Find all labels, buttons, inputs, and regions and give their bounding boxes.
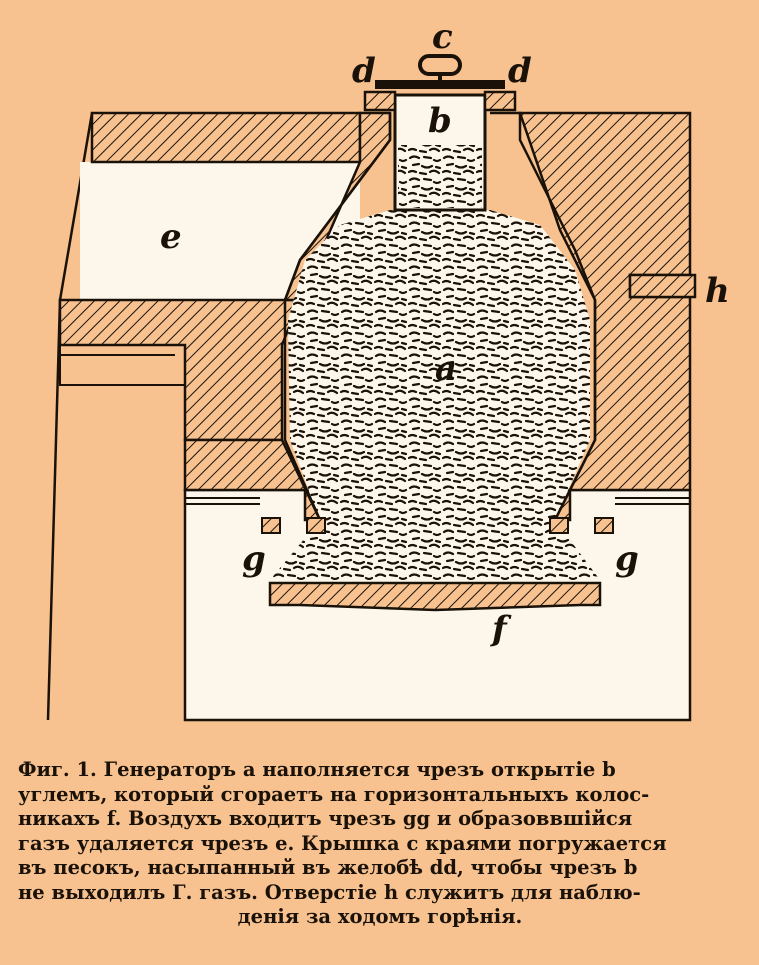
gas-generator-diagram: c d d b e h a g g f bbox=[46, 17, 730, 722]
sand-trough-left bbox=[363, 90, 397, 112]
label-e: e bbox=[160, 217, 182, 257]
caption-line: никахъ f. Воздухъ входитъ чрезъ gg и обр… bbox=[18, 807, 633, 830]
caption-line: Фиг. 1. Генераторъ a наполняется чрезъ о… bbox=[18, 758, 616, 781]
figure-caption: Фиг. 1. Генераторъ a наполняется чрезъ о… bbox=[18, 758, 742, 930]
caption-line: газъ удаляется чрезъ e. Крышка c краями … bbox=[18, 831, 667, 855]
caption-line: не выходилъ Г. газъ. Отверстіе h служитъ… bbox=[18, 880, 641, 904]
label-g-right: g bbox=[615, 539, 639, 579]
grate-rails bbox=[185, 497, 690, 505]
masonry-walls bbox=[58, 111, 697, 522]
grate bbox=[268, 581, 602, 612]
label-b: b bbox=[428, 101, 452, 141]
caption-line: денія за ходомъ горѣнія. bbox=[237, 905, 523, 928]
fuel-charge bbox=[270, 210, 600, 580]
left-ledge bbox=[59, 345, 185, 386]
air-inlet-block bbox=[594, 517, 614, 534]
hopper-fuel bbox=[398, 145, 482, 208]
caption-line: въ песокъ, насыпанный въ желобѣ dd, чтоб… bbox=[18, 856, 638, 879]
label-f: f bbox=[490, 609, 512, 649]
air-inlet-block bbox=[261, 517, 281, 534]
chamber-wall-line bbox=[283, 111, 597, 521]
label-g-left: g bbox=[242, 539, 266, 579]
lid-handle bbox=[418, 54, 462, 76]
label-a: a bbox=[435, 349, 457, 389]
label-c: c bbox=[432, 17, 453, 57]
sand-trough-right bbox=[483, 90, 517, 112]
label-d-left: d bbox=[352, 51, 376, 91]
label-h: h bbox=[705, 271, 730, 311]
air-inlet-block bbox=[306, 517, 326, 534]
label-d-right: d bbox=[508, 51, 532, 91]
air-inlet-block bbox=[549, 517, 569, 534]
lid bbox=[375, 80, 505, 89]
caption-line: углемъ, который сгораетъ на горизонтальн… bbox=[18, 782, 650, 806]
